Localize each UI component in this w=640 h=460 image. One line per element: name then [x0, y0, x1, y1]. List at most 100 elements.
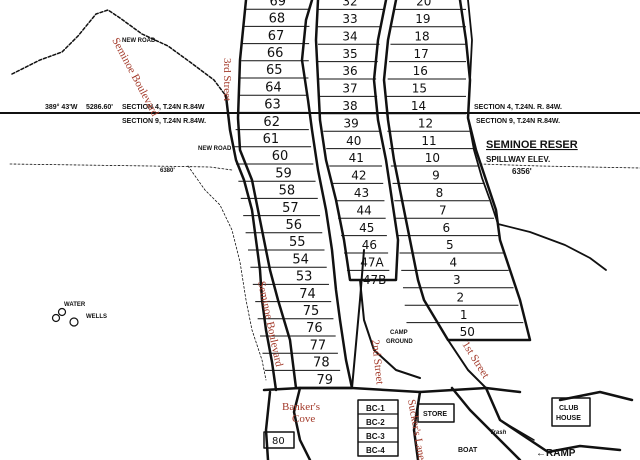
lot-number: 9 [432, 169, 440, 183]
club-label: CLUB [559, 405, 578, 412]
camp-label: CAMP [390, 330, 408, 336]
bc-lot-2: BC-2 [366, 418, 385, 427]
lot-number: 3 [453, 273, 461, 287]
lot-number: 64 [265, 80, 282, 95]
water-well-3 [69, 317, 79, 327]
lot-number: 66 [267, 46, 284, 61]
east-block-outline [382, 0, 532, 342]
lot-number: 59 [275, 166, 292, 181]
reservoir-name: SEMINOE RESER [486, 139, 578, 151]
bearing-label: 389° 43'W [45, 103, 78, 111]
ramp-label: ←RAMP [536, 448, 576, 459]
lot-number: 79 [316, 373, 333, 388]
section4-left-label: SECTION 4, T.24N R.84W [122, 104, 205, 111]
lot-number: 32 [342, 0, 357, 9]
water-well-2 [57, 307, 67, 317]
second-street-label: 2nd Street [369, 339, 386, 385]
lot-number: 34 [342, 29, 357, 43]
lot-number: 36 [342, 64, 357, 78]
contour-elevation-label: 6380' [160, 168, 175, 174]
lot-number: 6 [443, 221, 451, 235]
lot-number: 18 [414, 29, 429, 43]
lot-number: 56 [286, 218, 303, 233]
spillway-elevation: 6356' [512, 167, 532, 176]
bc-lot-4: BC-4 [366, 446, 385, 455]
section9-left-label: SECTION 9, T.24N R.84W. [122, 118, 206, 125]
lot-number: 35 [342, 47, 357, 61]
lot-number: 75 [303, 304, 320, 319]
lot-80-outline [263, 431, 295, 449]
lot-number: 53 [296, 270, 313, 285]
contour-wiggle [187, 165, 267, 381]
club-house-outline [551, 397, 591, 427]
water-label: WATER [64, 302, 86, 308]
lot-number: 16 [413, 64, 428, 78]
lot-number: 7 [439, 203, 447, 217]
lot-number: 10 [425, 151, 440, 165]
lot-number: 19 [415, 12, 430, 26]
contour-left [9, 163, 233, 171]
third-street-label: 3rd Street [221, 58, 233, 101]
lot-number: 14 [411, 99, 426, 113]
lot-number: 78 [313, 356, 330, 371]
first-street-label: 1st Street [459, 339, 491, 380]
lot-number: 2 [456, 290, 464, 304]
lot-number: 47B [363, 273, 387, 287]
lower-roads [264, 386, 634, 460]
lot-number: 46 [362, 238, 377, 252]
contour-right [479, 163, 640, 169]
lot-number: 39 [343, 116, 358, 130]
ramp-arrow-line [499, 419, 535, 441]
lot-number: 60 [272, 149, 289, 164]
lot-number: 42 [351, 169, 366, 183]
lot-number: 41 [349, 151, 364, 165]
lot-number: 58 [279, 184, 296, 199]
store-outline [417, 403, 455, 423]
lot-number: 62 [263, 115, 280, 130]
lot-number: 45 [359, 221, 374, 235]
lot-number: 55 [289, 235, 306, 250]
contour-top [11, 9, 227, 97]
first-street-road [447, 339, 487, 389]
lot-number: 1 [460, 308, 468, 322]
water-well-1 [51, 313, 61, 323]
bottom-road [262, 386, 522, 394]
lot-number: 11 [421, 134, 436, 148]
lot-number: 74 [299, 287, 316, 302]
house-label: HOUSE [556, 415, 581, 422]
lot-number: 12 [418, 116, 433, 130]
second-street-road [351, 249, 365, 389]
west-block-outline [236, 0, 354, 390]
lot-number: 43 [354, 186, 369, 200]
camp-road [359, 279, 421, 379]
lot-number: 54 [292, 252, 309, 267]
lot-number: 77 [310, 338, 327, 353]
section9-right-label: SECTION 9, T.24N R.84W. [476, 118, 560, 125]
bankers-cove-label-2: Cove [292, 413, 315, 425]
lot-number: 33 [342, 12, 357, 26]
lot-number: 47A [360, 256, 384, 270]
lot-number: 5 [446, 238, 454, 252]
lot-number: 20 [416, 0, 431, 9]
trash-label: Trash [490, 430, 507, 436]
lot-number: 63 [264, 98, 281, 113]
bankers-cove-label-1: Banker's [282, 401, 320, 413]
boat-label: BOAT [458, 447, 478, 454]
new-road-mid-label: NEW ROAD [198, 146, 232, 152]
bc-lot-1: BC-1 [366, 404, 385, 413]
lot-number: 50 [460, 325, 475, 339]
store-label: STORE [423, 411, 447, 418]
lot-number: 17 [413, 47, 428, 61]
lot-number: 57 [282, 201, 299, 216]
lot-number: 40 [346, 134, 361, 148]
lot-number: 61 [263, 132, 280, 147]
seminoe-boulevard [224, 94, 278, 392]
lot-number: 38 [342, 99, 357, 113]
lot-number: 65 [266, 63, 283, 78]
lot-number: 68 [269, 12, 286, 27]
lot-number: 67 [268, 29, 285, 44]
lot-number: 37 [342, 82, 357, 96]
lot-80: 80 [272, 436, 285, 447]
ground-label: GROUND [386, 339, 413, 345]
